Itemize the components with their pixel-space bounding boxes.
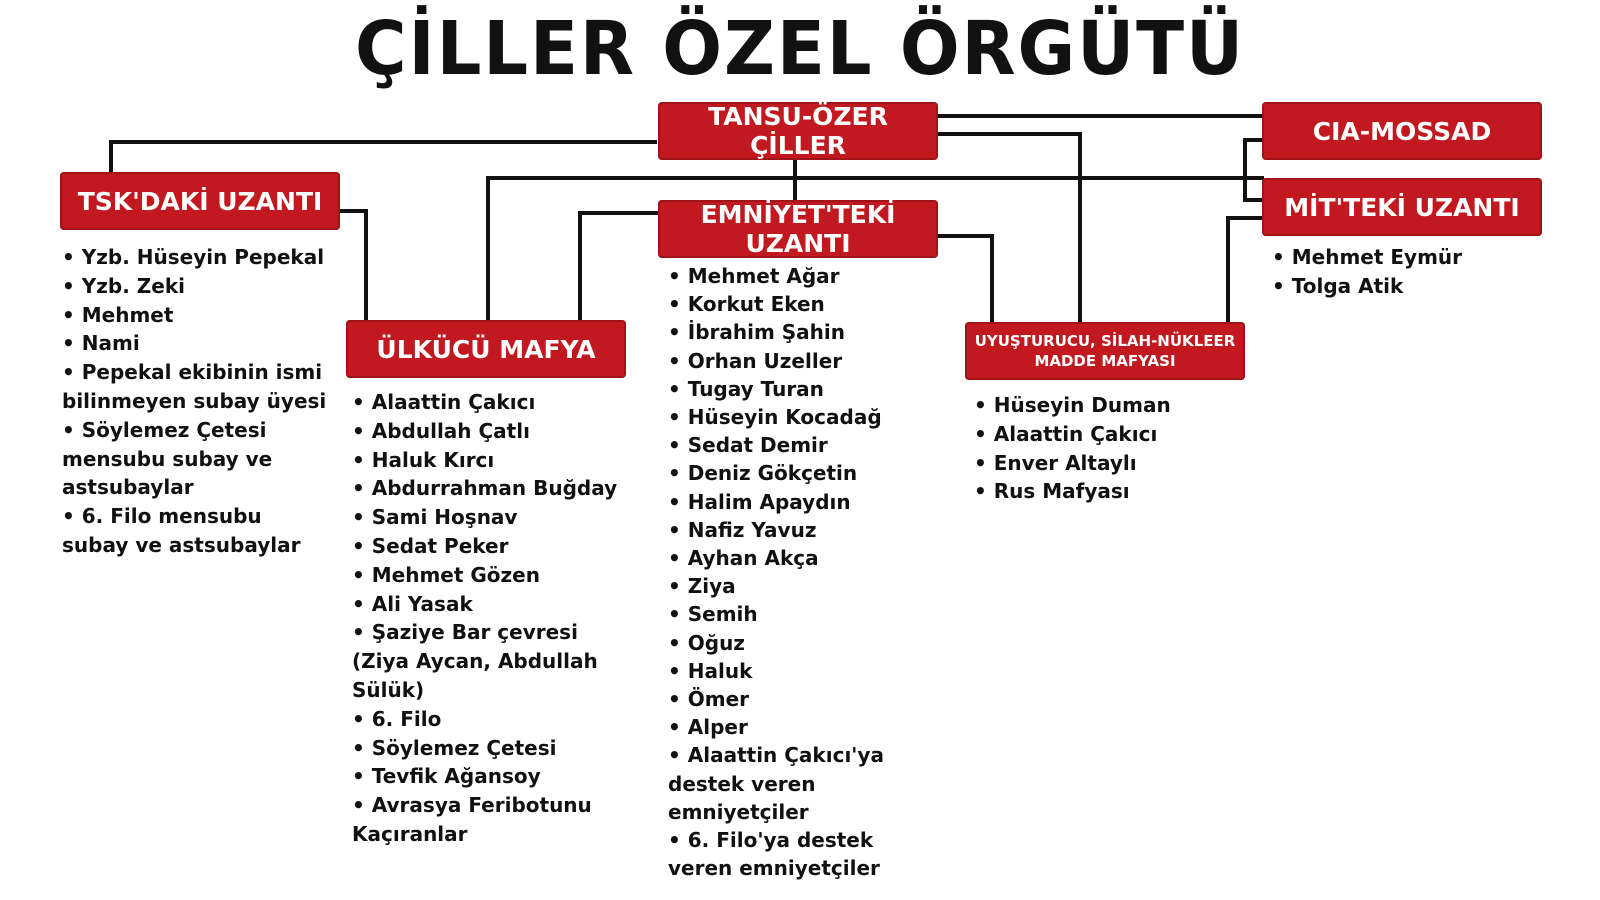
list-item: Mehmet Eymür — [1272, 243, 1542, 272]
list-item: Mehmet Ağar — [668, 262, 943, 290]
node-emniyet-uzanti: EMNİYET'TEKİ UZANTI — [658, 200, 938, 258]
list-item: Tolga Atik — [1272, 272, 1542, 301]
node-ulkucu-mafya: ÜLKÜCÜ MAFYA — [346, 320, 626, 378]
list-item: Sedat Peker — [352, 532, 637, 561]
list-item: Korkut Eken — [668, 290, 943, 318]
list-item: Alaattin Çakıcı'ya destek veren emniyetç… — [668, 741, 943, 826]
list-item: Enver Altaylı — [974, 449, 1244, 478]
list-item: Söylemez Çetesi mensubu subay ve astsuba… — [62, 416, 332, 502]
list-item: Halim Apaydın — [668, 488, 943, 516]
list-item: Sedat Demir — [668, 431, 943, 459]
list-item: Haluk Kırcı — [352, 446, 637, 475]
ulkucu-member-list: Alaattin Çakıcı Abdullah Çatlı Haluk Kır… — [352, 388, 637, 849]
list-item: Deniz Gökçetin — [668, 459, 943, 487]
list-item: 6. Filo — [352, 705, 637, 734]
list-item: Sami Hoşnav — [352, 503, 637, 532]
uyusturucu-member-list: Hüseyin Duman Alaattin Çakıcı Enver Alta… — [974, 391, 1244, 506]
list-item: Yzb. Hüseyin Pepekal — [62, 243, 332, 272]
page-title: ÇİLLER ÖZEL ÖRGÜTÜ — [355, 6, 1245, 92]
node-label: TSK'DAKİ UZANTI — [77, 186, 323, 216]
list-item: 6. Filo'ya destek veren emniyetçiler — [668, 826, 943, 882]
emniyet-member-list: Mehmet Ağar Korkut Eken İbrahim Şahin Or… — [668, 262, 943, 882]
tsk-member-list: Yzb. Hüseyin Pepekal Yzb. Zeki Mehmet Na… — [62, 243, 332, 560]
list-item: Haluk — [668, 657, 943, 685]
mit-member-list: Mehmet Eymür Tolga Atik — [1272, 243, 1542, 301]
list-item: Orhan Uzeller — [668, 347, 943, 375]
list-item: Ziya — [668, 572, 943, 600]
list-item: Alper — [668, 713, 943, 741]
list-item: Hüseyin Kocadağ — [668, 403, 943, 431]
node-label: UYUŞTURUCU, SİLAH-NÜKLEER MADDE MAFYASI — [974, 332, 1236, 370]
list-item: İbrahim Şahin — [668, 318, 943, 346]
list-item: Avrasya Feribotunu Kaçıranlar — [352, 791, 637, 849]
list-item: Nafiz Yavuz — [668, 516, 943, 544]
list-item: Şaziye Bar çevresi (Ziya Aycan, Abdullah… — [352, 618, 637, 704]
node-label: MİT'TEKİ UZANTI — [1284, 192, 1520, 222]
list-item: Pepekal ekibinin ismi bilinmeyen subay ü… — [62, 358, 332, 416]
node-mit-uzanti: MİT'TEKİ UZANTI — [1262, 178, 1542, 236]
node-label: EMNİYET'TEKİ UZANTI — [700, 200, 896, 258]
list-item: Mehmet Gözen — [352, 561, 637, 590]
node-label: ÜLKÜCÜ MAFYA — [376, 334, 596, 364]
list-item: Hüseyin Duman — [974, 391, 1244, 420]
list-item: Oğuz — [668, 629, 943, 657]
list-item: 6. Filo mensubu subay ve astsubaylar — [62, 502, 332, 560]
list-item: Semih — [668, 600, 943, 628]
node-cia-mossad: CIA-MOSSAD — [1262, 102, 1542, 160]
node-label: CIA-MOSSAD — [1312, 116, 1492, 146]
list-item: Abdurrahman Buğday — [352, 474, 637, 503]
list-item: Söylemez Çetesi — [352, 734, 637, 763]
list-item: Nami — [62, 329, 332, 358]
list-item: Ömer — [668, 685, 943, 713]
list-item: Ayhan Akça — [668, 544, 943, 572]
list-item: Abdullah Çatlı — [352, 417, 637, 446]
node-tsk-uzanti: TSK'DAKİ UZANTI — [60, 172, 340, 230]
list-item: Alaattin Çakıcı — [974, 420, 1244, 449]
node-tansu-ozer-ciller: TANSU-ÖZER ÇİLLER — [658, 102, 938, 160]
list-item: Tevfik Ağansoy — [352, 762, 637, 791]
list-item: Tugay Turan — [668, 375, 943, 403]
list-item: Alaattin Çakıcı — [352, 388, 637, 417]
list-item: Rus Mafyası — [974, 477, 1244, 506]
list-item: Ali Yasak — [352, 590, 637, 619]
node-uyusturucu-silah-nukleer-madde-mafyasi: UYUŞTURUCU, SİLAH-NÜKLEER MADDE MAFYASI — [965, 322, 1245, 380]
node-label: TANSU-ÖZER ÇİLLER — [708, 102, 888, 160]
list-item: Yzb. Zeki — [62, 272, 332, 301]
list-item: Mehmet — [62, 301, 332, 330]
